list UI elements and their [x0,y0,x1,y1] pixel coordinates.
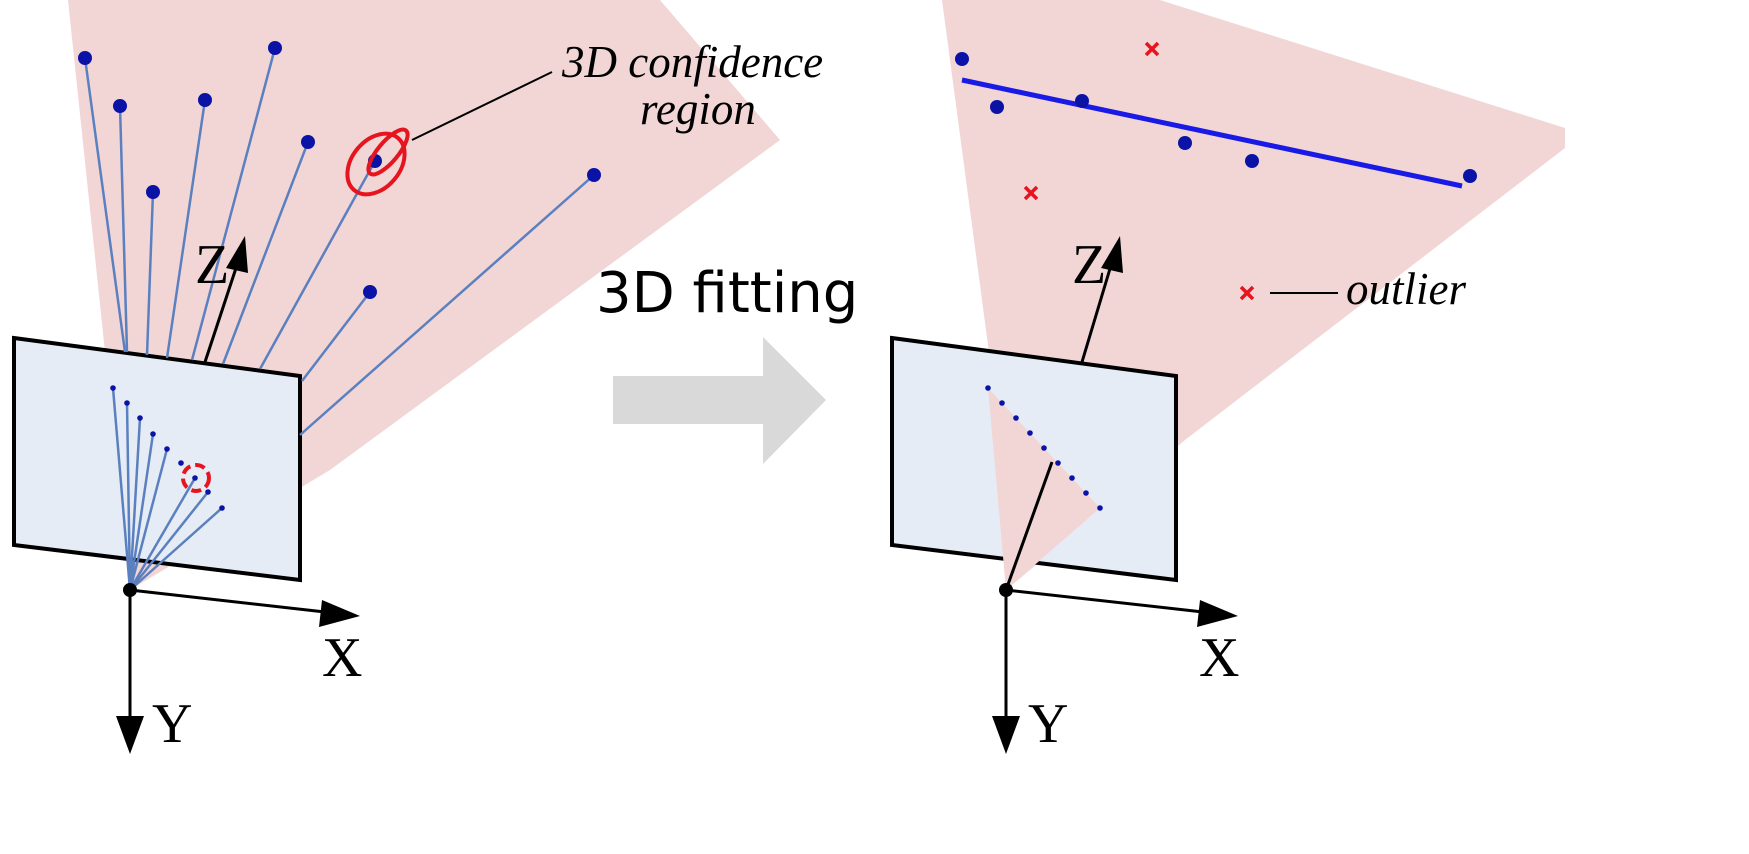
transition-arrow [613,337,826,464]
right-camera-axes [992,236,1238,754]
left-image-confidence [181,463,211,493]
right-inlier-points [955,52,1477,183]
right-image-points [985,385,1103,511]
transition-label: 3D fitting [596,261,858,326]
confidence-leader-line [411,71,553,141]
right-outlier-markers [1023,41,1255,301]
right-image-ray [1004,461,1054,591]
right-y-axis-label: Y [1028,693,1068,755]
left-camera-axes [116,236,360,754]
left-panel: 3D confidence region Z X Y [12,0,823,755]
confidence-region-label-line1: 3D confidence [561,37,823,87]
left-y-axis-label: Y [152,693,192,755]
left-3d-points [78,41,601,299]
transition-arrow-group: 3D fitting [596,261,858,464]
right-x-axis-label: X [1199,627,1239,689]
left-x-axis-label: X [322,627,362,689]
left-image-points [110,385,225,511]
right-z-axis-label: Z [1072,234,1106,296]
right-panel: outlier Z X Y [890,0,1565,755]
confidence-region-ellipse [345,127,410,197]
confidence-region-label-line2: region [640,84,756,134]
left-image-plane [12,335,302,583]
left-z-axis-label: Z [195,234,229,296]
left-rays [83,47,595,591]
outlier-label: outlier [1346,264,1466,314]
fitted-3d-line [961,77,1463,189]
right-image-fan [988,388,1100,590]
